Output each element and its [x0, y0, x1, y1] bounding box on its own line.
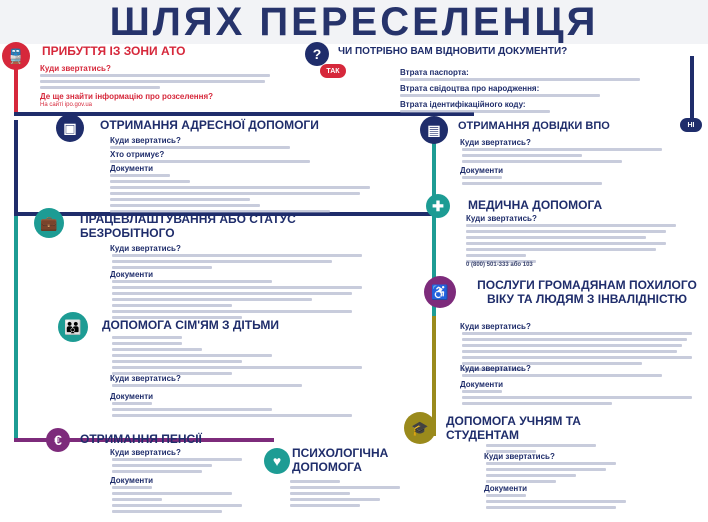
employment-heading: ПРАЦЕВЛАШТУВАННЯ АБО СТАТУС БЕЗРОБІТНОГО — [80, 212, 296, 240]
vpo-where-text — [462, 148, 662, 163]
elderly-where-2: Куди звертатись? — [460, 364, 531, 373]
vpo-heading: ОТРИМАННЯ ДОВІДКИ ВПО — [458, 120, 610, 132]
connector-line — [14, 112, 474, 116]
address-who-text — [110, 160, 310, 163]
yes-badge: ТАК — [320, 64, 346, 78]
arrival-where: Куди звертатись? — [40, 64, 111, 73]
vpo-docs: Документи — [460, 166, 504, 175]
address-help-heading: ОТРИМАННЯ АДРЕСНОЇ ДОПОМОГИ — [100, 118, 319, 132]
elderly-docs: Документи — [460, 380, 504, 389]
elderly-where-2-text — [462, 374, 662, 377]
connector-line — [432, 126, 436, 316]
head-heart-icon: ♥ — [264, 448, 290, 474]
pension-where: Куди звертатись? — [110, 448, 181, 457]
lost-birth: Втрата свідоцтва про народження: — [400, 84, 540, 93]
document-icon: ▤ — [420, 116, 448, 144]
coins-icon: € — [46, 428, 70, 452]
elderly-docs-list — [462, 390, 692, 405]
wallet-icon: ▣ — [56, 114, 84, 142]
family-docs-list — [112, 402, 352, 417]
arrival-info-label: Де ще знайти інформацію про розселення? — [40, 92, 214, 101]
medical-heading: МЕДИЧНА ДОПОМОГА — [468, 198, 603, 212]
arrival-text — [40, 74, 280, 89]
arrival-info-site: На сайті ipo.gov.ua — [40, 102, 93, 108]
connector-line — [690, 56, 694, 126]
elderly-where: Куди звертатись? — [460, 322, 531, 331]
medical-cross-icon: ✚ — [426, 194, 450, 218]
connector-line — [14, 54, 18, 114]
no-badge: НІ — [680, 118, 702, 132]
medical-where: Куди звертатись? — [466, 214, 537, 223]
students-hotline — [486, 444, 596, 453]
family-icon: 👪 — [58, 312, 88, 342]
pension-docs-list — [112, 486, 242, 513]
students-heading: ДОПОМОГА УЧНЯМ ТА СТУДЕНТАМ — [446, 414, 581, 442]
address-where-text — [110, 146, 290, 149]
students-docs-list — [486, 494, 626, 509]
employment-where: Куди звертатись? — [110, 244, 181, 253]
graduation-cap-icon: 🎓 — [404, 412, 436, 444]
arrival-heading: ПРИБУТТЯ ІЗ ЗОНИ АТО — [42, 44, 186, 58]
family-where-text — [112, 384, 302, 387]
family-heading: ДОПОМОГА СІМ'ЯМ З ДІТЬМИ — [102, 318, 280, 332]
students-where-text — [486, 462, 616, 483]
pension-where-text — [112, 458, 242, 473]
vpo-where: Куди звертатись? — [460, 138, 531, 147]
connector-line — [14, 438, 274, 442]
briefcase-icon: 💼 — [34, 208, 64, 238]
family-list — [112, 336, 362, 375]
medical-text — [466, 224, 676, 263]
pension-heading: ОТРИМАННЯ ПЕНСІЇ — [80, 432, 202, 446]
pension-docs: Документи — [110, 476, 154, 485]
students-docs: Документи — [484, 484, 528, 493]
train-icon: 🚆 — [2, 42, 30, 70]
family-docs: Документи — [110, 392, 154, 401]
restore-docs-heading: ЧИ ПОТРІБНО ВАМ ВІДНОВИТИ ДОКУМЕНТИ? — [338, 46, 568, 57]
elderly-text — [462, 332, 692, 371]
connector-line — [432, 316, 436, 436]
elderly-heading: ПОСЛУГИ ГРОМАДЯНАМ ПОХИЛОГО ВІКУ ТА ЛЮДЯ… — [477, 278, 697, 306]
lost-passport-text — [400, 78, 640, 81]
employment-docs: Документи — [110, 270, 154, 279]
medical-phone: 0 (800) 501-333 або 103 — [466, 262, 533, 268]
address-where: Куди звертатись? — [110, 136, 181, 145]
connector-line — [14, 120, 18, 215]
psych-heading: ПСИХОЛОГІЧНА ДОПОМОГА — [292, 446, 389, 474]
address-docs-list — [110, 174, 370, 213]
vpo-docs-list — [462, 176, 602, 185]
lost-birth-text — [400, 94, 600, 97]
connector-line — [14, 216, 18, 441]
family-where: Куди звертатись? — [110, 374, 181, 383]
lost-passport: Втрата паспорта: — [400, 68, 469, 77]
psych-phones — [290, 480, 400, 507]
lost-tax-text — [400, 110, 550, 113]
students-where: Куди звертатись? — [484, 452, 555, 461]
question-icon: ? — [305, 42, 329, 66]
address-who: Хто отримує? — [110, 150, 165, 159]
title-banner: ШЛЯХ ПЕРЕСЕЛЕНЦЯ — [0, 0, 708, 44]
address-docs: Документи — [110, 164, 154, 173]
connector-line — [14, 212, 434, 216]
lost-tax: Втрата ідентифікаційного коду: — [400, 100, 526, 109]
wheelchair-icon: ♿ — [424, 276, 456, 308]
employment-where-text — [112, 254, 362, 269]
page-title: ШЛЯХ ПЕРЕСЕЛЕНЦЯ — [109, 0, 599, 44]
employment-docs-list — [112, 280, 362, 319]
